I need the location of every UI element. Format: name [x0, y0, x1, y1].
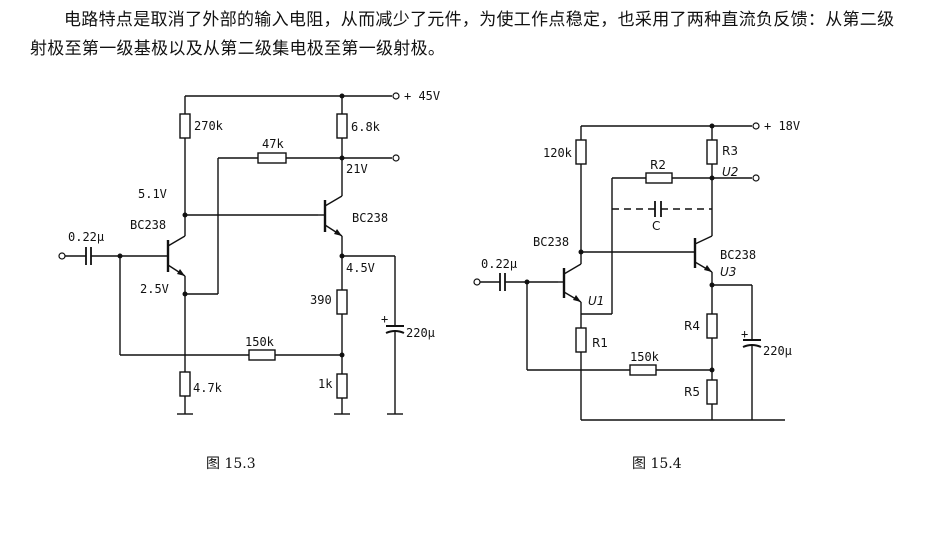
fig1-cin-label: 0.22μ	[68, 230, 104, 244]
fig2-r5-label: R5	[684, 385, 700, 399]
fig1-resistor-390	[336, 289, 348, 315]
fig1-transistor-q2	[318, 195, 343, 237]
svg-text:+: +	[381, 312, 388, 326]
fig2-cin-label: 0.22μ	[481, 257, 517, 271]
fig2-resistor-r3	[706, 139, 718, 165]
fig1-q2-label: BC238	[352, 211, 388, 225]
fig2-u3-label: U3	[720, 265, 736, 279]
fig1-r150k-label: 150k	[245, 335, 275, 349]
fig2-r2-label: R2	[650, 158, 666, 172]
svg-text:+: +	[741, 327, 748, 341]
fig2-r1-label: R1	[592, 336, 608, 350]
fig1-ve2-label: 4.5V	[346, 261, 375, 275]
fig2-r150k-label: 150k	[630, 350, 660, 364]
fig2-q1-label: BC238	[533, 235, 569, 249]
fig1-transistor-q1	[120, 215, 186, 277]
fig2-resistor-r2	[645, 172, 673, 184]
fig2-q2-label: BC238	[720, 248, 756, 262]
fig2-resistor-120k	[575, 139, 587, 165]
fig1-supply-label: + 45V	[404, 89, 440, 103]
figure-15-4: + 18V 120k R3 R2 U2 C	[473, 119, 800, 472]
fig1-resistor-4k7	[179, 371, 191, 397]
fig1-resistor-6k8	[336, 113, 348, 139]
fig2-supply-label: + 18V	[764, 119, 800, 133]
fig1-r390-label: 390	[310, 293, 332, 307]
fig1-ve1-label: 2.5V	[140, 282, 169, 296]
fig2-resistor-r1	[575, 327, 587, 353]
fig2-u1-label: U1	[588, 294, 604, 308]
fig1-vb1-label: 5.1V	[138, 187, 167, 201]
fig1-resistor-270k	[179, 113, 191, 139]
fig1-r270k-label: 270k	[194, 119, 224, 133]
fig2-caption: 图 15.4	[632, 456, 682, 472]
fig1-out-label: 21V	[346, 162, 368, 176]
fig1-r1k-label: 1k	[318, 377, 333, 391]
description-paragraph: 电路特点是取消了外部的输入电阻，从而减少了元件，为使工作点稳定，也采用了两种直流…	[30, 10, 895, 59]
fig1-caption: 图 15.3	[206, 456, 256, 472]
fig1-resistor-1k	[336, 373, 348, 399]
fig2-ce-label: 220μ	[763, 344, 792, 358]
fig2-r3-label: R3	[722, 144, 738, 158]
fig1-r6k8-label: 6.8k	[351, 120, 381, 134]
fig1-r4k7-label: 4.7k	[193, 381, 223, 395]
fig2-r4-label: R4	[684, 319, 700, 333]
fig2-r120k-label: 120k	[543, 146, 573, 160]
fig2-resistor-r4	[706, 313, 718, 339]
fig2-resistor-150k	[629, 364, 657, 376]
fig2-u2-label: U2	[722, 165, 738, 179]
fig1-r47k-label: 47k	[262, 137, 284, 151]
fig1-ce-label: 220μ	[406, 326, 435, 340]
fig1-resistor-150k	[248, 349, 276, 361]
fig1-q1-label: BC238	[130, 218, 166, 232]
figure-15-3: + 45V 270k 5.1V BC238 0.22μ	[58, 89, 440, 472]
fig2-c-label: C	[652, 219, 660, 233]
fig1-resistor-47k	[257, 152, 287, 164]
fig2-resistor-r5	[706, 379, 718, 405]
fig2-transistor-q2	[693, 235, 713, 273]
fig2-transistor-q1	[558, 252, 582, 303]
